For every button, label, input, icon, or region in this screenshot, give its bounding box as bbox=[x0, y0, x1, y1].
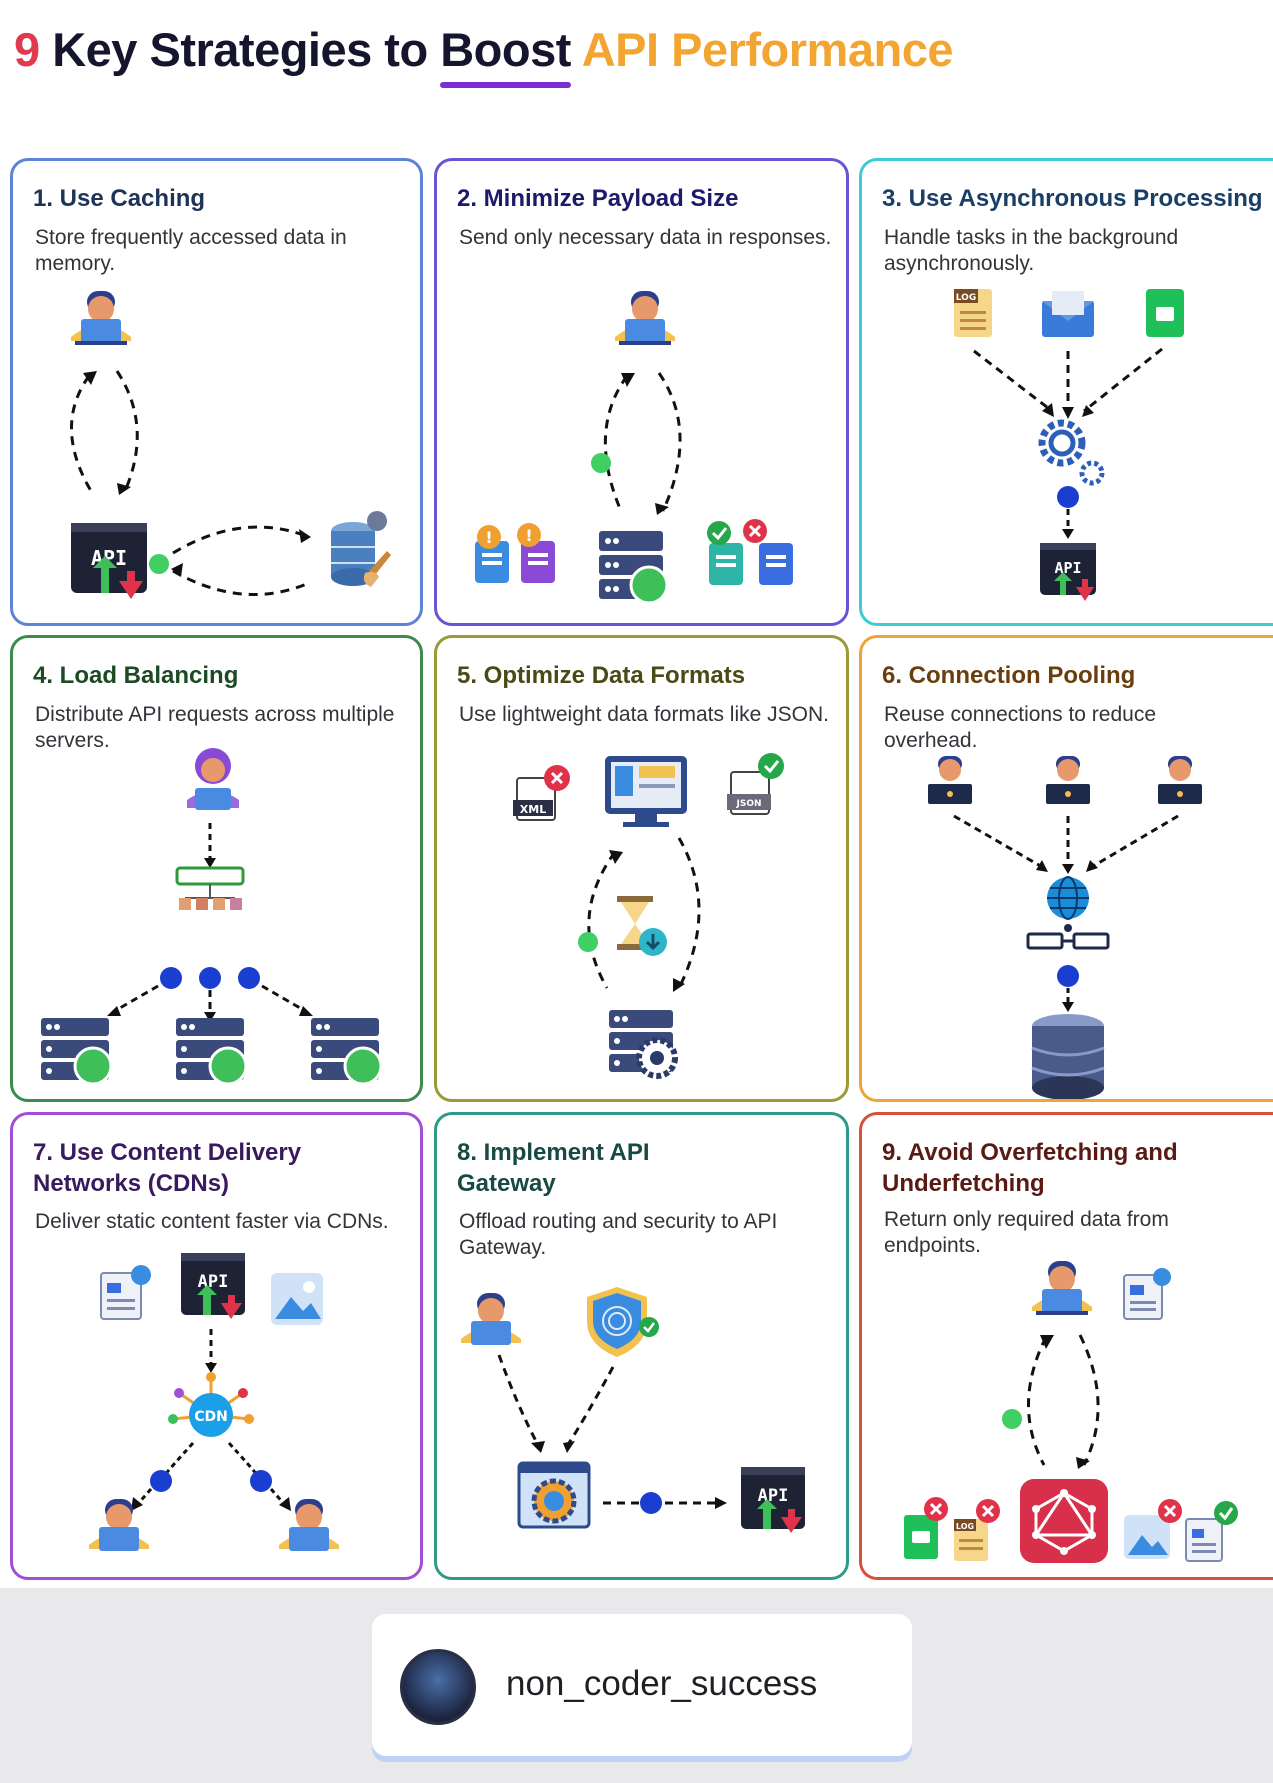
card-description: Reuse connections to reduce overhead. bbox=[884, 703, 1157, 752]
card-title: 5. Optimize Data Formats bbox=[457, 662, 746, 689]
log-file-icon: LOG bbox=[954, 289, 992, 337]
cdn-label: CDN bbox=[194, 1409, 228, 1425]
json-file-icon: JSON bbox=[727, 753, 784, 815]
card-use-cdns: 7. Use Content Delivery Networks (CDNs) … bbox=[10, 1112, 423, 1580]
server-icon bbox=[41, 1018, 113, 1086]
profile-badge[interactable]: non_coder_success bbox=[372, 1614, 912, 1756]
card-title: 1. Use Caching bbox=[33, 185, 206, 212]
warning-doc-icon: ! bbox=[517, 523, 555, 583]
code-file-icon bbox=[100, 1265, 151, 1320]
user-icon bbox=[71, 291, 131, 345]
fingerprint-shield-icon bbox=[587, 1287, 659, 1357]
card-description: Send only necessary data in responses. bbox=[459, 226, 832, 249]
server-icon bbox=[311, 1018, 383, 1086]
card-description: Use lightweight data formats like JSON. bbox=[459, 703, 829, 726]
warning-doc-icon: ! bbox=[475, 525, 509, 583]
server-icon bbox=[176, 1018, 248, 1086]
card-title: 8. Implement API Gateway bbox=[457, 1139, 650, 1197]
database-icon bbox=[1031, 1014, 1105, 1099]
switch-icon bbox=[1026, 932, 1110, 950]
server-icon bbox=[599, 531, 669, 605]
card-api-gateway: 8. Implement API Gateway Offload routing… bbox=[434, 1112, 849, 1580]
log-label: LOG bbox=[956, 293, 976, 303]
card-description: Offload routing and security to API Gate… bbox=[459, 1210, 778, 1259]
card-description: Return only required data from endpoints… bbox=[884, 1208, 1169, 1257]
cdn-icon: CDN bbox=[168, 1372, 254, 1437]
email-icon bbox=[1042, 291, 1094, 337]
log-label: LOG bbox=[956, 1522, 974, 1531]
card-use-caching: 1. Use Caching Store frequently accessed… bbox=[10, 158, 423, 626]
user-icon bbox=[928, 756, 972, 804]
card-description: Handle tasks in the background asynchron… bbox=[884, 226, 1179, 275]
api-icon: API bbox=[1040, 543, 1096, 601]
user-icon bbox=[1046, 756, 1090, 804]
cdn-diagram: API CDN bbox=[89, 1253, 339, 1551]
api-label: API bbox=[758, 1486, 789, 1506]
avatar[interactable] bbox=[400, 1649, 476, 1725]
image-file-icon bbox=[1146, 289, 1184, 337]
api-icon: API bbox=[71, 523, 147, 599]
user-icon bbox=[1032, 1261, 1092, 1315]
rejected-log-file-icon: LOG bbox=[954, 1499, 1000, 1561]
card-title: 6. Connection Pooling bbox=[882, 662, 1136, 689]
api-gateway-diagram: API bbox=[461, 1287, 805, 1533]
card-load-balancing: 4. Load Balancing Distribute API request… bbox=[10, 635, 423, 1102]
user-icon bbox=[187, 748, 239, 810]
svg-text:!: ! bbox=[525, 526, 532, 545]
card-connection-pooling: 6. Connection Pooling Reuse connections … bbox=[859, 635, 1273, 1102]
overfetching-diagram: LOG bbox=[904, 1261, 1238, 1563]
user-icon bbox=[461, 1293, 521, 1345]
globe-icon bbox=[1047, 876, 1089, 920]
data-formats-diagram: XML JSON bbox=[513, 753, 784, 1079]
user-icon bbox=[279, 1499, 339, 1551]
code-file-icon bbox=[1123, 1268, 1171, 1320]
approved-code-file-icon bbox=[1185, 1501, 1238, 1562]
user-icon bbox=[615, 291, 675, 345]
card-description: Store frequently accessed data in memory… bbox=[35, 226, 347, 275]
caching-diagram: API bbox=[70, 291, 391, 599]
api-label: API bbox=[1054, 559, 1081, 577]
card-description: Deliver static content faster via CDNs. bbox=[35, 1210, 389, 1233]
xml-label: XML bbox=[520, 803, 546, 816]
user-icon bbox=[89, 1499, 149, 1551]
card-title: 3. Use Asynchronous Processing bbox=[882, 185, 1263, 212]
gateway-icon bbox=[517, 1461, 591, 1529]
approved-doc-icon bbox=[707, 521, 743, 585]
card-title: 2. Minimize Payload Size bbox=[457, 185, 739, 212]
rejected-image-file-icon bbox=[904, 1497, 948, 1559]
hourglass-icon bbox=[617, 896, 667, 956]
api-icon: API bbox=[741, 1467, 805, 1533]
card-optimize-data-formats: 5. Optimize Data Formats Use lightweight… bbox=[434, 635, 849, 1102]
api-icon: API bbox=[181, 1253, 245, 1319]
payload-diagram: ! ! bbox=[475, 291, 793, 605]
async-diagram: LOG API bbox=[954, 289, 1184, 601]
database-cache-icon bbox=[331, 511, 391, 587]
svg-text:!: ! bbox=[485, 528, 492, 547]
card-avoid-overfetching: 9. Avoid Overfetching and Underfetching … bbox=[859, 1112, 1273, 1580]
rejected-doc-icon bbox=[743, 519, 793, 585]
profile-handle[interactable]: non_coder_success bbox=[506, 1664, 818, 1703]
card-title: 4. Load Balancing bbox=[33, 662, 239, 689]
api-label: API bbox=[198, 1272, 229, 1292]
connection-pooling-diagram bbox=[928, 756, 1202, 1099]
load-balancing-diagram bbox=[41, 748, 383, 1086]
xml-file-icon: XML bbox=[513, 765, 570, 821]
card-title: 7. Use Content Delivery Networks (CDNs) bbox=[33, 1139, 302, 1197]
card-minimize-payload: 2. Minimize Payload Size Send only neces… bbox=[434, 158, 849, 626]
json-label: JSON bbox=[735, 799, 761, 809]
card-async-processing: 3. Use Asynchronous Processing Handle ta… bbox=[859, 158, 1273, 626]
graphql-icon bbox=[1020, 1479, 1108, 1563]
load-balancer-icon bbox=[175, 866, 245, 910]
server-gear-icon bbox=[609, 1010, 678, 1079]
page-title: 9 Key Strategies to Boost API Performanc… bbox=[14, 23, 953, 76]
gear-icon bbox=[1038, 419, 1105, 486]
rejected-image-icon bbox=[1124, 1499, 1182, 1559]
card-title: 9. Avoid Overfetching and Underfetching bbox=[882, 1139, 1178, 1197]
card-description: Distribute API requests across multiple … bbox=[35, 703, 395, 752]
user-icon bbox=[1158, 756, 1202, 804]
monitor-icon bbox=[605, 756, 687, 827]
image-icon bbox=[271, 1273, 323, 1325]
